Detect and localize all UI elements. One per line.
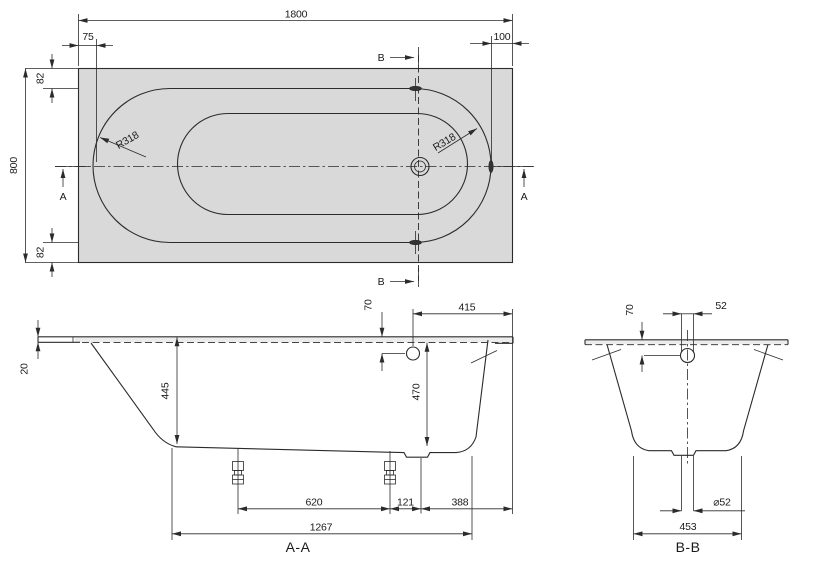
drain-outer-circle: [410, 156, 430, 177]
aa-bottom-and-right-wall: [175, 339, 489, 458]
dim-label-82-top: 82: [35, 73, 47, 85]
dim-label-bb-70: 70: [624, 304, 636, 316]
dim-label-52: 52: [715, 300, 727, 312]
section-aa-title: A-A: [286, 539, 311, 555]
section-marker-b-bottom: B: [378, 276, 385, 288]
tub-bottom-oval: [177, 112, 468, 216]
overflow-hole-right: [488, 160, 494, 173]
aa-slope-tick: [470, 350, 498, 364]
section-marker-a-right: A: [521, 191, 528, 203]
dim-label-1800: 1800: [285, 9, 308, 21]
dim-label-121: 121: [397, 497, 414, 509]
dim-label-aa-70: 70: [363, 299, 375, 311]
dim-label-620: 620: [306, 497, 323, 509]
aa-overflow-circle: [405, 346, 421, 361]
dim-label-100: 100: [494, 31, 511, 43]
aa-left-slope: [90, 342, 177, 448]
section-bb-view: 70 52 ⌀52 453 B-B: [584, 300, 789, 555]
overflow-hole-bottom: [409, 240, 422, 246]
section-bb-title: B-B: [676, 539, 701, 555]
dim-label-453: 453: [680, 521, 697, 533]
dim-label-800: 800: [8, 157, 20, 174]
drain-inner-circle: [414, 160, 426, 173]
bb-tub-profile: [606, 344, 769, 456]
dim-label-20: 20: [19, 363, 31, 375]
dim-label-470: 470: [411, 383, 423, 400]
section-marker-a-left: A: [60, 191, 67, 203]
dim-label-82-bottom: 82: [35, 247, 47, 259]
plan-view: 1800 75 100 82 82 800 R318 R318: [8, 9, 534, 288]
dim-label-dia-52: ⌀52: [713, 497, 731, 509]
overflow-hole-top: [409, 86, 422, 92]
dim-label-415: 415: [459, 302, 476, 314]
dim-label-388: 388: [452, 497, 469, 509]
dim-label-1267: 1267: [310, 522, 333, 534]
bb-slope-tick-left: [591, 349, 622, 361]
aa-foot-left: [232, 448, 244, 514]
aa-foot-right: [384, 451, 396, 514]
section-aa-view: 20 445 70 415 470 620 121 388 1267 A-A: [19, 299, 514, 555]
dim-label-75: 75: [82, 31, 94, 43]
section-marker-b-top: B: [378, 52, 385, 64]
bb-slope-tick-right: [753, 349, 784, 361]
dim-label-445: 445: [160, 382, 172, 399]
tub-rim-outline: [77, 67, 514, 264]
bb-overflow-circle: [679, 347, 696, 364]
